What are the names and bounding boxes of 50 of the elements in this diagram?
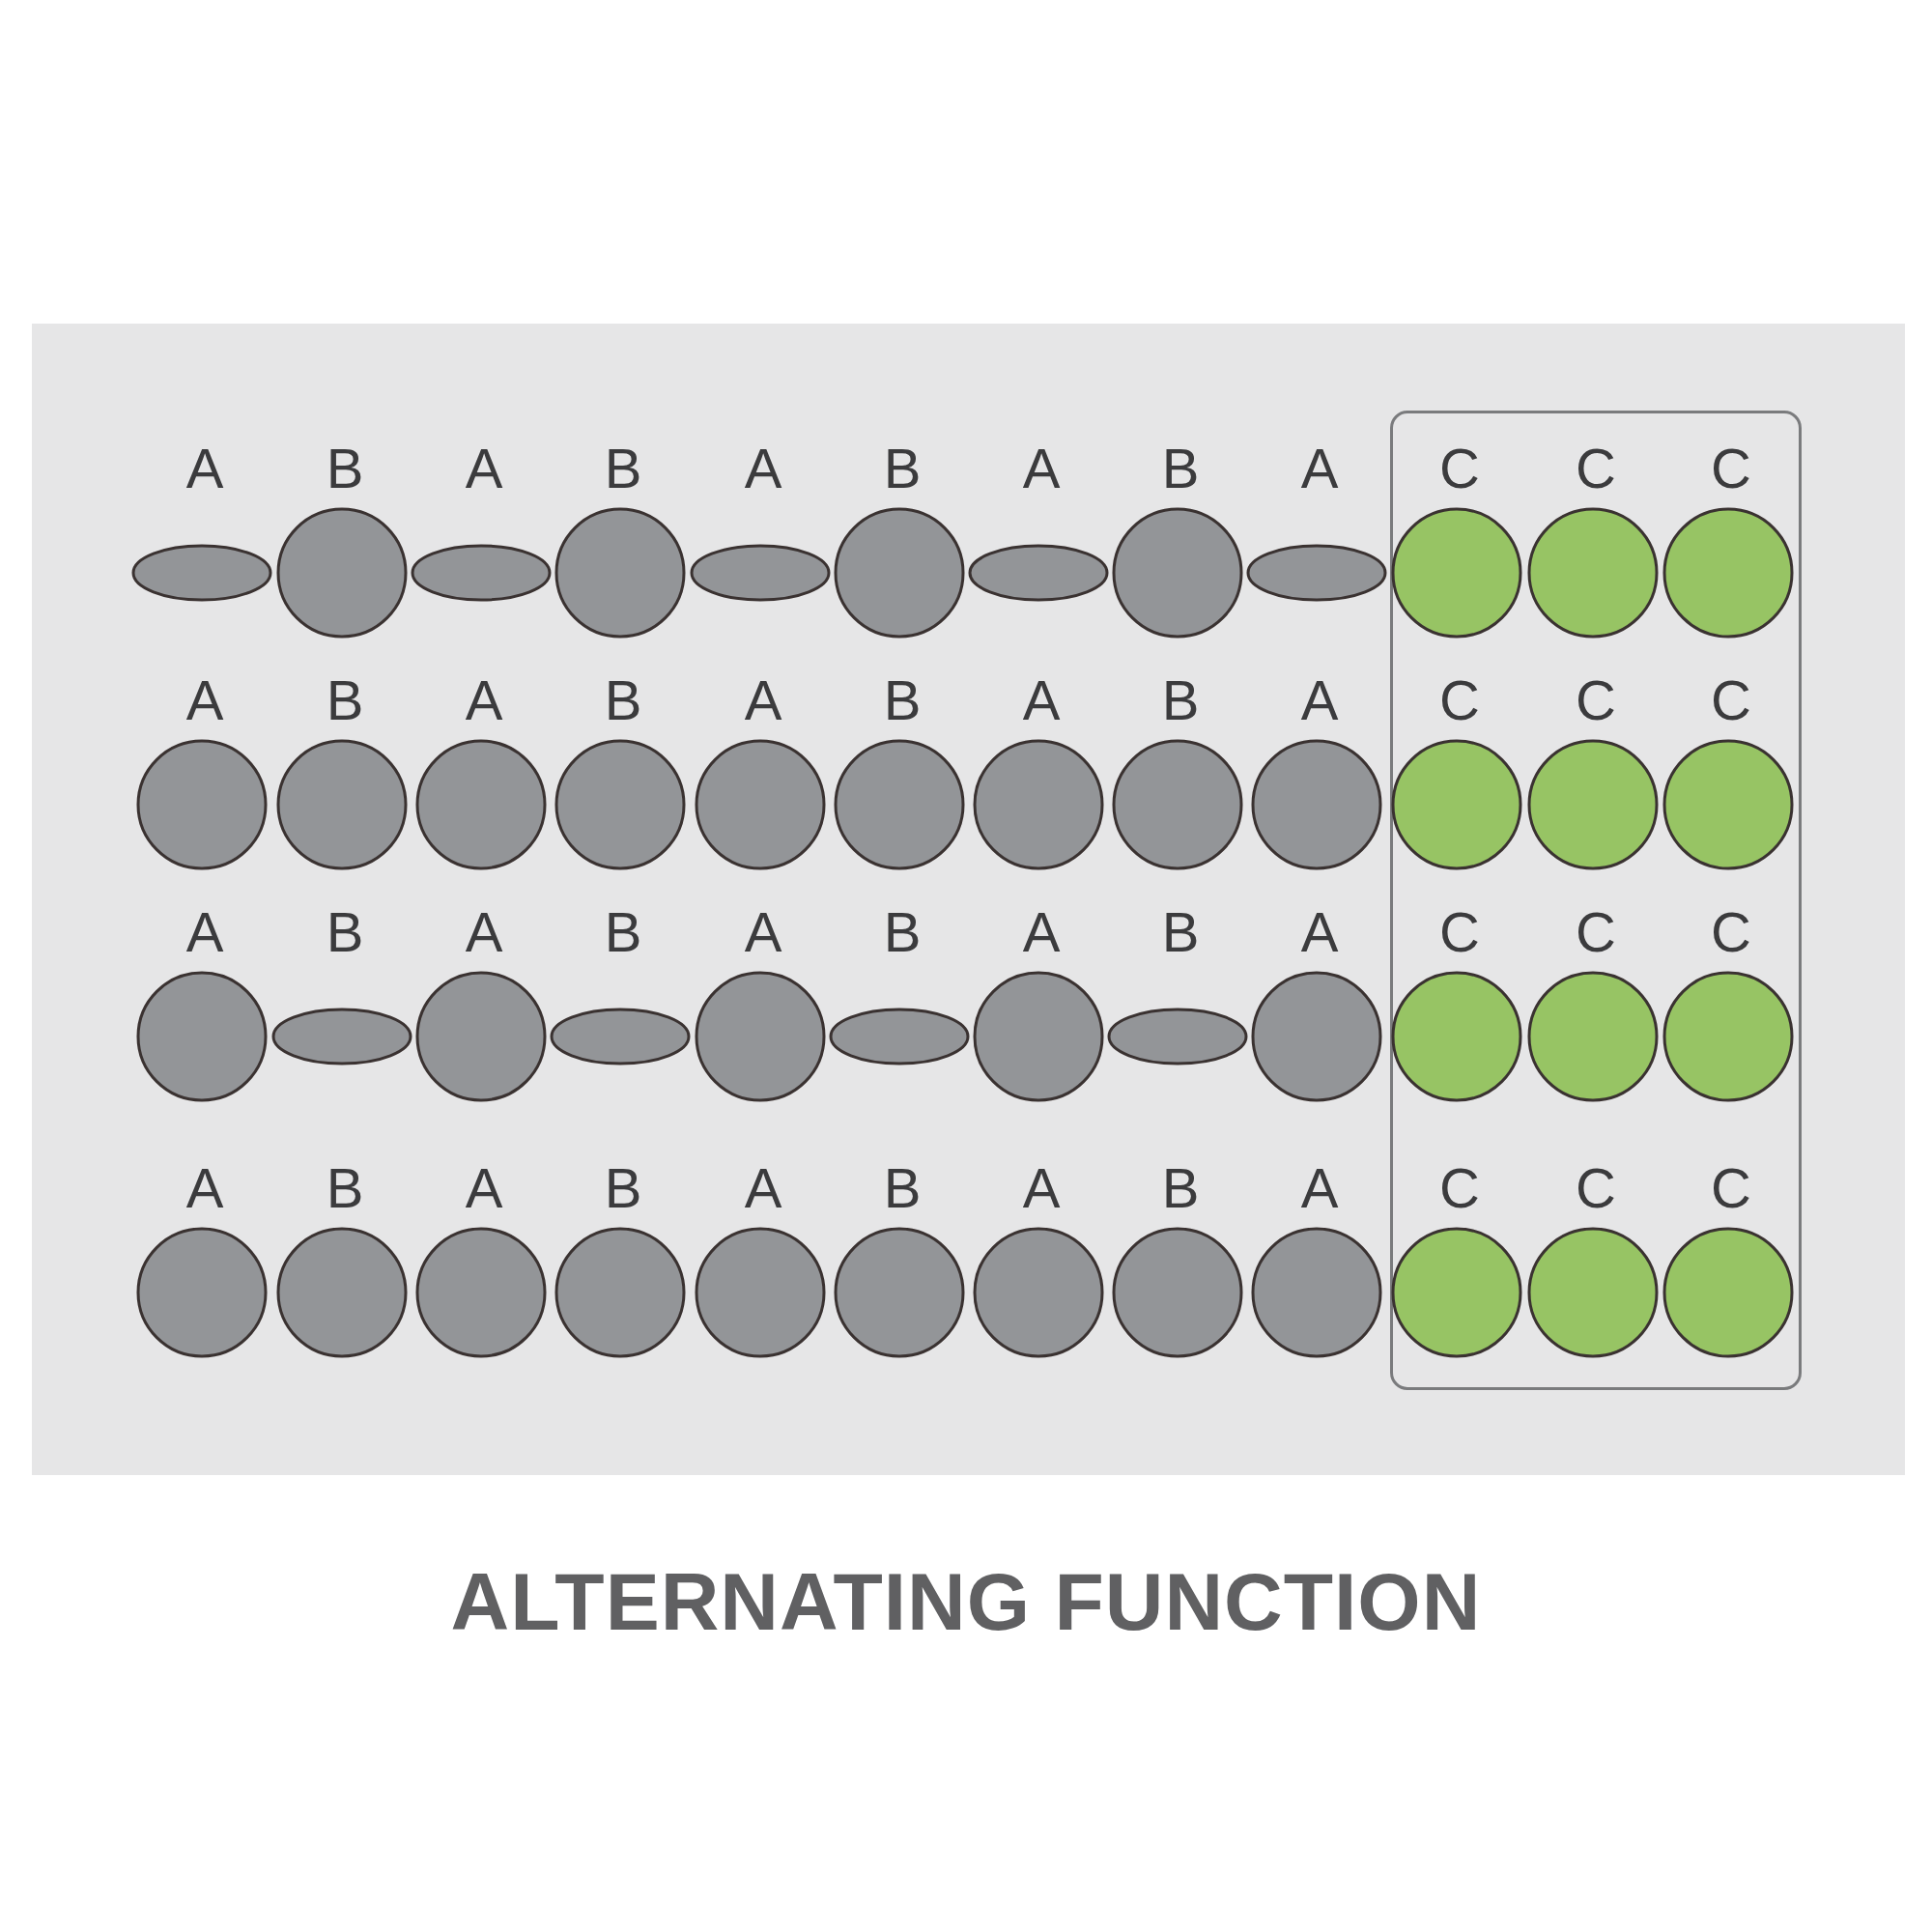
letter-label: B [325, 440, 365, 497]
letter-label: C [1710, 1159, 1752, 1217]
letter-label: B [603, 671, 643, 729]
letter-label: B [882, 440, 923, 497]
letter-label: A [185, 1159, 225, 1217]
letter-label: C [1575, 440, 1617, 497]
letter-label: B [1160, 440, 1201, 497]
letter-label: B [325, 903, 365, 961]
letter-label: A [185, 440, 225, 497]
letter-label: C [1438, 1159, 1481, 1217]
letter-label: B [882, 671, 923, 729]
letter-label: A [464, 903, 504, 961]
letter-label: A [1021, 1159, 1062, 1217]
letter-label: A [1299, 1159, 1340, 1217]
letter-label: C [1710, 671, 1752, 729]
letter-label: C [1710, 440, 1752, 497]
group-outline [1390, 411, 1802, 1390]
letter-label: C [1575, 903, 1617, 961]
letter-label: A [1021, 440, 1062, 497]
letter-label: A [1299, 903, 1340, 961]
letter-label: B [1160, 903, 1201, 961]
letter-label: A [1021, 671, 1062, 729]
letter-label: A [464, 440, 504, 497]
letter-label: A [743, 1159, 783, 1217]
letter-label: A [1299, 671, 1340, 729]
letter-label: A [1299, 440, 1340, 497]
letter-label: A [464, 1159, 504, 1217]
letter-label: A [743, 903, 783, 961]
letter-label: B [882, 1159, 923, 1217]
letter-label: B [603, 440, 643, 497]
letter-label: A [743, 671, 783, 729]
letter-label: B [325, 1159, 365, 1217]
letter-label: C [1575, 671, 1617, 729]
letter-label: A [464, 671, 504, 729]
letter-label: C [1438, 903, 1481, 961]
letter-label: B [325, 671, 365, 729]
title: ALTERNATING FUNCTION [449, 1555, 1483, 1649]
letter-label: A [743, 440, 783, 497]
letter-label: B [1160, 1159, 1201, 1217]
letter-label: C [1438, 671, 1481, 729]
letter-label: C [1438, 440, 1481, 497]
letter-label: A [1021, 903, 1062, 961]
letter-label: C [1575, 1159, 1617, 1217]
letter-label: B [882, 903, 923, 961]
letter-label: B [603, 903, 643, 961]
letter-label: B [603, 1159, 643, 1217]
letter-label: B [1160, 671, 1201, 729]
letter-label: A [185, 671, 225, 729]
letter-label: C [1710, 903, 1752, 961]
letter-label: A [185, 903, 225, 961]
